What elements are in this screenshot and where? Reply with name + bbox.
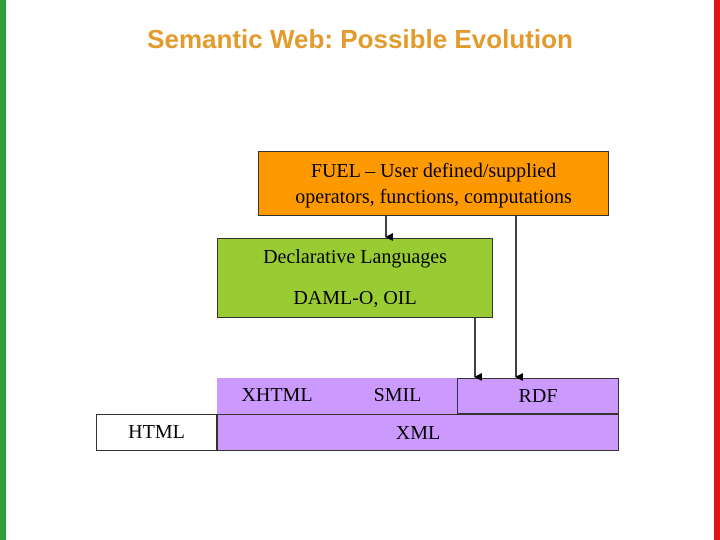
fuel-box: FUEL – User defined/supplied operators, … [258, 151, 609, 216]
declarative-languages-box: Declarative Languages DAML-O, OIL [217, 238, 493, 318]
xhtml-cell: XHTML [217, 378, 337, 414]
xml-box: XML [217, 414, 619, 451]
right-accent-bar [714, 0, 720, 540]
markup-row: XHTML SMIL RDF [217, 378, 619, 414]
left-accent-bar [0, 0, 6, 540]
html-box: HTML [96, 414, 217, 451]
declarative-line-1: Declarative Languages [263, 246, 447, 268]
smil-cell: SMIL [337, 378, 458, 414]
declarative-line-2: DAML-O, OIL [293, 287, 417, 309]
fuel-line-2: operators, functions, computations [295, 186, 572, 208]
slide-title: Semantic Web: Possible Evolution [147, 24, 573, 54]
fuel-line-1: FUEL – User defined/supplied [310, 160, 557, 182]
rdf-cell: RDF [457, 378, 619, 414]
